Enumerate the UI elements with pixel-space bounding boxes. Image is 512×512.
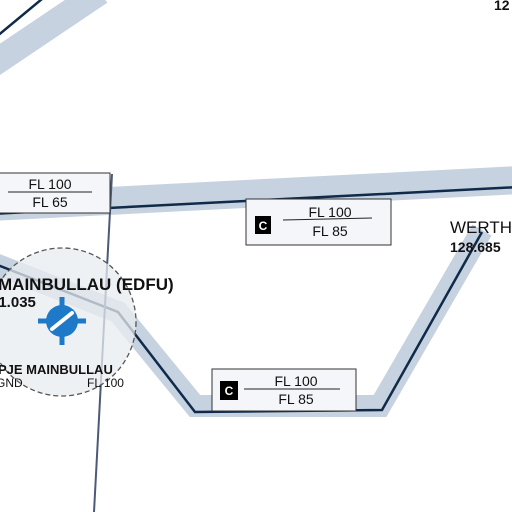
top-right-frequency: 12: [494, 0, 510, 13]
atz-upper-limit: FL 100: [87, 376, 124, 390]
route-line-northwest: [0, 0, 43, 36]
airspace-label-box-1[interactable]: FL 100 FL 65: [0, 172, 111, 214]
airspace-label-box-2[interactable]: C FL 100 FL 85: [245, 198, 392, 246]
atz-lower-limit: GND: [0, 376, 23, 390]
airspace-upper-limit: FL 100: [308, 204, 351, 220]
airspace-upper-limit: FL 100: [274, 373, 317, 389]
airfield-frequency: 21.035: [0, 294, 36, 311]
airspace-class-letter: C: [259, 219, 268, 233]
airspace-band-northwest: [0, 0, 108, 75]
airspace-class-badge: [220, 381, 238, 400]
airfield-name: MAINBULLAU (EDFU): [0, 275, 174, 294]
airspace-class-badge: [255, 216, 271, 234]
airfield-icon[interactable]: [38, 297, 86, 345]
airspace-lower-limit: FL 85: [278, 391, 313, 407]
airspace-lower-limit: FL 85: [312, 223, 347, 239]
atz-name: PJE MAINBULLAU: [0, 362, 113, 377]
airspace-upper-limit: FL 100: [28, 176, 71, 192]
airspace-class-letter: C: [225, 384, 234, 398]
reporting-point-name: WERTH: [450, 218, 512, 237]
airspace-lower-limit: FL 65: [32, 194, 67, 210]
airspace-label-box-3[interactable]: C FL 100 FL 85: [211, 368, 357, 412]
reporting-point-frequency: 128.685: [450, 239, 501, 255]
